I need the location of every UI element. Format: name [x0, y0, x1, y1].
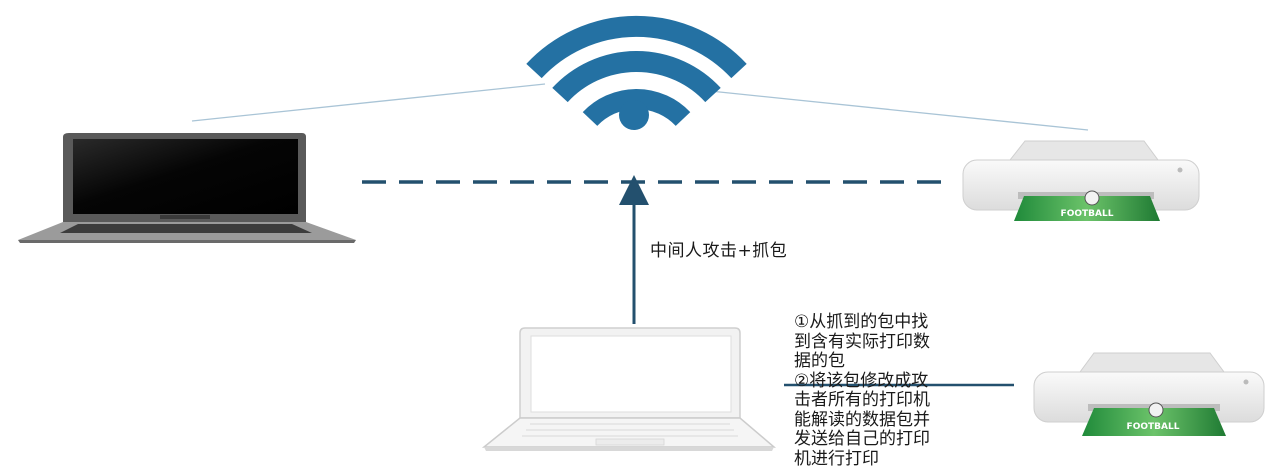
- wifi-dot-icon: [619, 100, 649, 130]
- step-line: 发送给自己的打印: [794, 429, 930, 449]
- target-printer-paper-text: FOOTBALL: [1061, 209, 1114, 219]
- step-line: ①从抓到的包中找: [794, 312, 929, 332]
- step-line: 击者所有的打印机: [794, 390, 930, 410]
- attacker-laptop-icon: [481, 327, 777, 451]
- step-line: 据的包: [794, 351, 845, 371]
- step-line: 到含有实际打印数: [794, 331, 930, 352]
- wifi-link-right: [709, 90, 1089, 131]
- step-line: 能解读的数据包并: [794, 409, 930, 430]
- attacker-printer-icon: FOOTBALL: [1033, 352, 1265, 436]
- step-line: ②将该包修改成攻: [794, 370, 929, 391]
- step-line: 机进行打印: [794, 448, 879, 467]
- wifi-link-left: [191, 83, 546, 122]
- wifi-icon: [526, 15, 747, 127]
- steps-text-block: ①从抓到的包中找 到含有实际打印数 据的包 ②将该包修改成攻 击者所有的打印机 …: [794, 312, 1009, 467]
- attacker-printer-paper-text: FOOTBALL: [1127, 422, 1180, 432]
- victim-laptop-icon: [18, 133, 356, 243]
- target-printer-icon: FOOTBALL: [962, 140, 1200, 221]
- arrow-label: 中间人攻击+抓包: [650, 241, 788, 261]
